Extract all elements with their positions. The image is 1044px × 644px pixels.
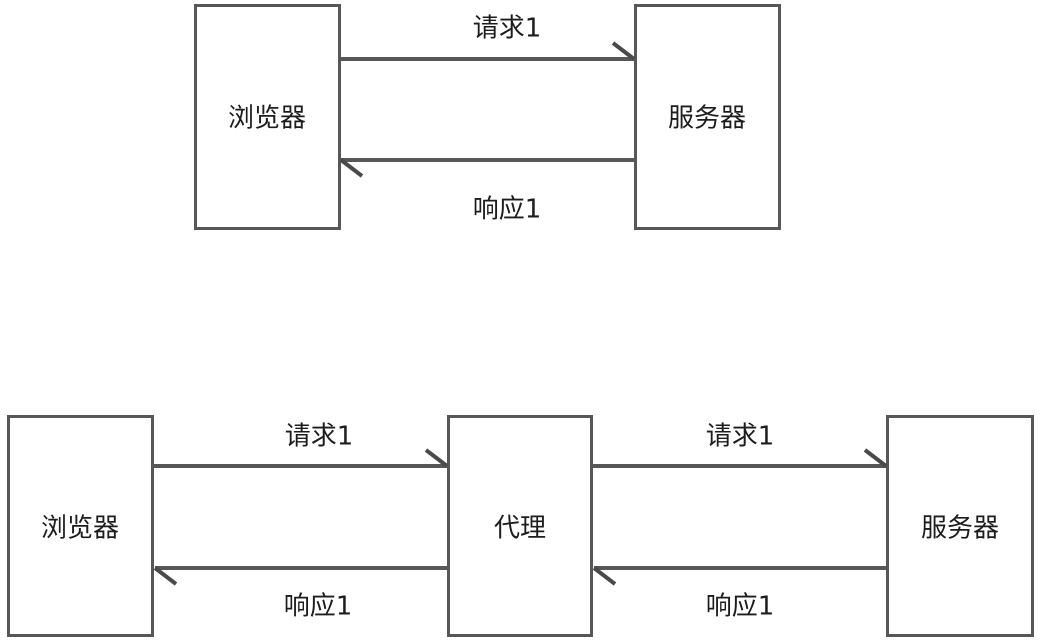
node-proxy-bottom-label: 代理 (494, 514, 546, 544)
arrow-head-left-icon (153, 566, 178, 586)
node-browser-bottom-label: 浏览器 (41, 514, 119, 544)
node-browser-top-box[interactable] (194, 4, 341, 230)
edge-request-browser-proxy-label: 请求1 (285, 422, 354, 452)
edge-response-proxy-browser[interactable]: 响应1 (153, 566, 448, 622)
arrow-head-left-icon (339, 158, 364, 178)
arrow-head-right-icon (611, 41, 636, 61)
edge-request-top-label: 请求1 (473, 14, 542, 44)
node-proxy-bottom[interactable]: 代理 (447, 415, 593, 637)
edge-response-top-label: 响应1 (473, 195, 542, 225)
arrow-head-left-icon (592, 566, 617, 586)
node-server-bottom-box[interactable] (886, 415, 1034, 637)
edge-request-browser-proxy[interactable]: 请求1 (153, 422, 449, 468)
edge-request-top[interactable]: 请求1 (340, 14, 636, 61)
node-server-top-label: 服务器 (668, 104, 746, 134)
diagram-direct-connection: 浏览器 服务器 请求1 响应1 (194, 4, 781, 230)
edge-response-server-proxy[interactable]: 响应1 (592, 566, 887, 622)
arrow-head-right-icon (424, 448, 449, 468)
edge-response-server-proxy-label: 响应1 (706, 592, 775, 622)
diagram-proxied-connection: 浏览器 代理 服务器 请求1 响应1 请求1 (7, 415, 1034, 637)
node-server-bottom-label: 服务器 (921, 514, 999, 544)
node-browser-top-label: 浏览器 (228, 104, 306, 134)
node-server-bottom[interactable]: 服务器 (886, 415, 1034, 637)
edge-request-proxy-server[interactable]: 请求1 (592, 422, 888, 468)
node-server-top[interactable]: 服务器 (634, 4, 781, 230)
node-browser-top[interactable]: 浏览器 (194, 4, 341, 230)
node-server-top-box[interactable] (634, 4, 781, 230)
edge-request-proxy-server-label: 请求1 (706, 422, 775, 452)
arrow-head-right-icon (863, 448, 888, 468)
edge-response-proxy-browser-label: 响应1 (284, 592, 353, 622)
edge-response-top[interactable]: 响应1 (339, 158, 635, 225)
node-proxy-bottom-box[interactable] (447, 415, 593, 637)
node-browser-bottom-box[interactable] (7, 415, 154, 637)
node-browser-bottom[interactable]: 浏览器 (7, 415, 154, 637)
